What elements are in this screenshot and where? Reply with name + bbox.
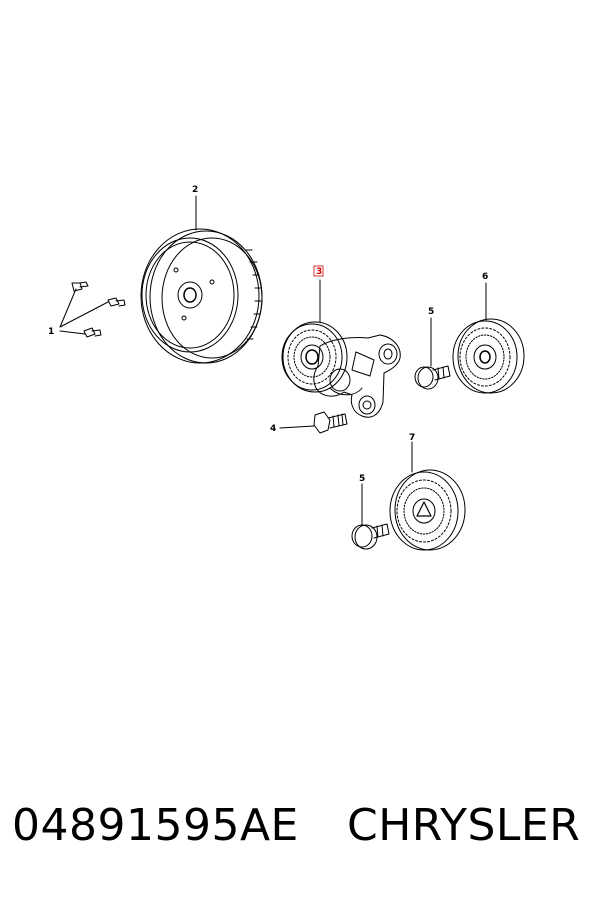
pulley-bolts bbox=[59, 281, 126, 338]
callout-5-lower: 5 bbox=[359, 474, 365, 484]
idler-pulley-lower bbox=[389, 469, 466, 551]
brand-name: CHRYSLER bbox=[347, 800, 581, 851]
callout-2: 2 bbox=[192, 185, 198, 195]
callout-3: 3 bbox=[316, 267, 322, 277]
part-number: 04891595AE bbox=[12, 800, 299, 851]
belt-tensioner bbox=[281, 321, 401, 418]
tensioner-bolt bbox=[313, 411, 348, 434]
idler-bolt-lower bbox=[351, 523, 390, 550]
idler-bolt-upper bbox=[414, 365, 451, 390]
callout-6: 6 bbox=[482, 272, 488, 282]
callout-7: 7 bbox=[409, 433, 415, 443]
callout-3-highlight-box bbox=[313, 265, 324, 277]
crankshaft-pulley bbox=[140, 228, 263, 364]
callout-4: 4 bbox=[270, 424, 276, 434]
leader-lines bbox=[195, 195, 487, 526]
idler-pulley-upper bbox=[452, 318, 525, 394]
callout-1: 1 bbox=[48, 327, 54, 337]
callout-5-upper: 5 bbox=[428, 307, 434, 317]
footer: 04891595AE CHRYSLER bbox=[0, 800, 600, 860]
